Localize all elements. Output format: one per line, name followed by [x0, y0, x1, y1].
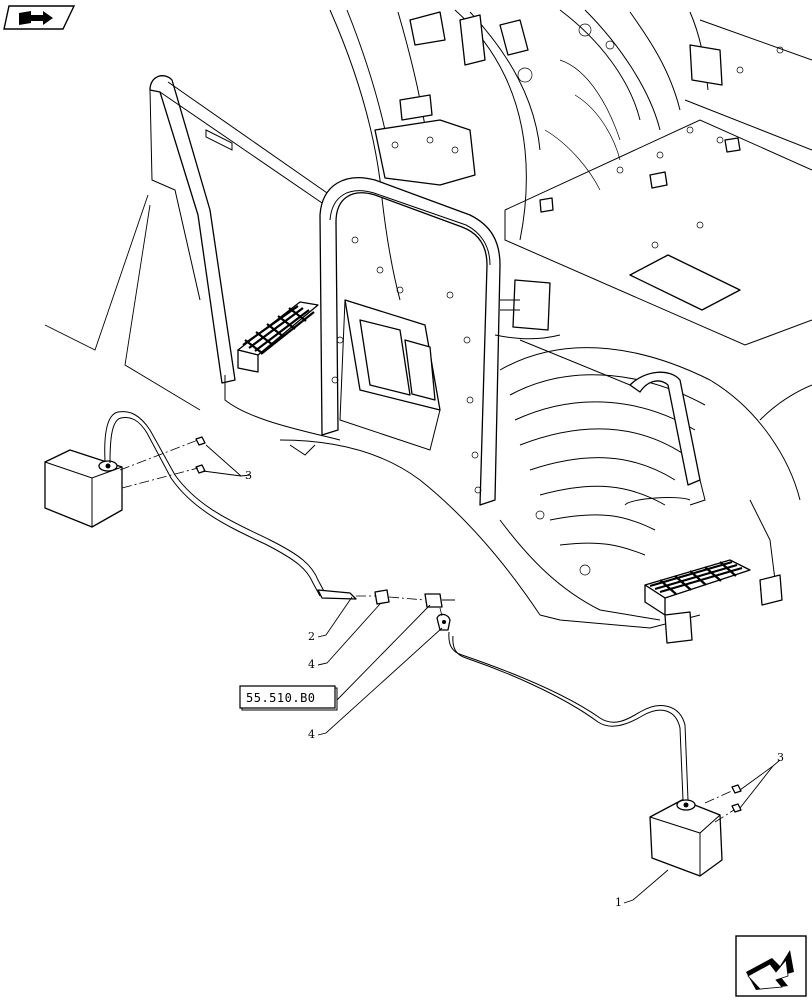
- callout-1: 1: [615, 896, 622, 909]
- left-screws: [119, 436, 206, 489]
- callout-4-upper: 4: [308, 658, 315, 671]
- book-arrow-icon[interactable]: [3, 5, 76, 30]
- cab-frame: [149, 9, 812, 644]
- callout-3-left: 3: [245, 469, 252, 482]
- callout-4-lower: 4: [308, 728, 315, 741]
- callout-2: 2: [308, 630, 315, 643]
- callout-leaders: [202, 444, 781, 904]
- left-mirror-housing: [44, 449, 123, 528]
- right-wiring-harness: [448, 631, 689, 801]
- callout-3-right: 3: [777, 751, 784, 764]
- right-step: [644, 559, 751, 616]
- connectors: [356, 589, 455, 631]
- reference-link[interactable]: 55.510.B0: [239, 685, 338, 711]
- right-mirror-housing: [649, 799, 723, 877]
- next-page-arrow-icon[interactable]: [735, 935, 807, 997]
- right-screws: [704, 784, 742, 823]
- left-step: [237, 301, 319, 373]
- left-wiring-harness: [104, 411, 357, 600]
- section-lines: [44, 194, 201, 411]
- reference-label: 55.510.B0: [246, 691, 316, 705]
